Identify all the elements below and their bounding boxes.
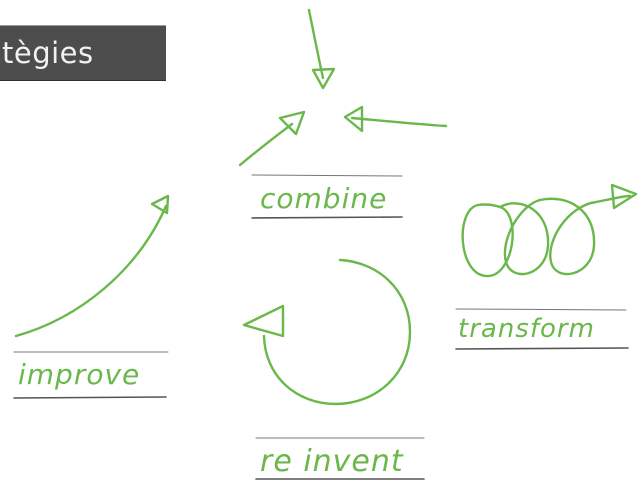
transform-overline [455, 308, 627, 311]
transform-underline [455, 347, 629, 350]
transform-loops [461, 183, 638, 278]
combine-arrow-right [350, 116, 448, 128]
transform-loop-1 [461, 203, 514, 278]
improve-arrow-head [150, 194, 170, 215]
reinvent-cycle [242, 258, 412, 406]
title-banner: tègies [0, 25, 166, 81]
combine-arrows [238, 8, 448, 167]
combine-arrow-right-head [343, 105, 364, 133]
transform-label: transform [458, 314, 595, 344]
improve-curve [14, 204, 168, 338]
title-text: tègies [2, 36, 94, 70]
reinvent-arrow-head [242, 304, 285, 338]
combine-label: combine [260, 182, 387, 215]
transform-loop-3 [538, 197, 608, 276]
combine-arrow-top [307, 8, 325, 80]
combine-arrow-top-head [311, 67, 336, 90]
transform-arrow-line [604, 194, 632, 202]
reinvent-circle [262, 258, 412, 406]
reinvent-label: re invent [260, 444, 404, 479]
combine-underline [251, 216, 403, 219]
combine-arrow-left-head [278, 110, 306, 136]
transform-arrow-head [610, 183, 638, 210]
combine-overline [251, 174, 403, 177]
improve-arrow [14, 194, 170, 338]
improve-underline [13, 396, 167, 399]
transform-loop-2 [498, 198, 550, 276]
combine-arrow-left [238, 122, 294, 167]
improve-label: improve [18, 358, 140, 391]
